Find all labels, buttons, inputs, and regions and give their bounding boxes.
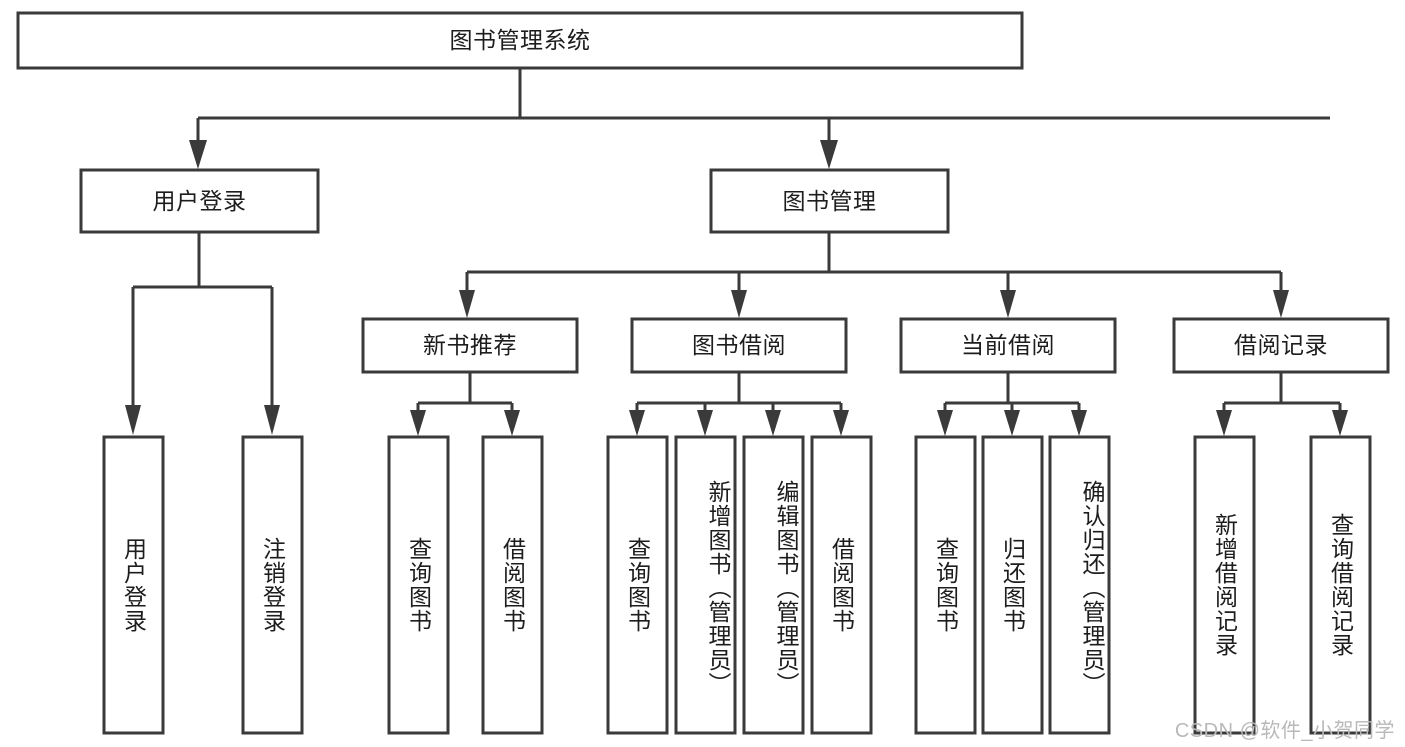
arrowhead-new-book bbox=[459, 290, 475, 318]
arrowhead-leaf-user-login bbox=[125, 405, 141, 435]
leaf-box-borrow-edit[interactable] bbox=[742, 435, 805, 735]
leaf-box-current-query[interactable] bbox=[914, 435, 977, 735]
node-box-book-borrow[interactable] bbox=[630, 317, 848, 374]
leaf-label-borrow-lend: 借阅图书 bbox=[828, 537, 855, 633]
node-box-new-book[interactable] bbox=[361, 317, 579, 374]
leaf-label-record-add: 新增借阅记录 bbox=[1211, 513, 1238, 657]
leaf-label-new-book-borrow: 借阅图书 bbox=[499, 537, 526, 633]
leaf-box-new-book-borrow[interactable] bbox=[481, 435, 544, 735]
leaf-box-borrow-add[interactable] bbox=[674, 435, 737, 735]
leaf-box-record-query[interactable] bbox=[1309, 435, 1372, 735]
leaf-label-current-query: 查询图书 bbox=[932, 537, 959, 633]
arrowhead-current-borrow-leaf-3 bbox=[1071, 410, 1087, 436]
arrowhead-new-book-leaf-1 bbox=[410, 410, 426, 436]
leaf-label-current-return: 归还图书 bbox=[999, 537, 1026, 633]
leaf-box-user-login[interactable] bbox=[102, 435, 165, 735]
arrowhead-borrow-record bbox=[1273, 290, 1289, 318]
leaf-box-current-confirm[interactable] bbox=[1048, 435, 1111, 735]
arrowhead-borrow-record-leaf-1 bbox=[1216, 410, 1232, 436]
leaf-label-new-book-query: 查询图书 bbox=[405, 537, 432, 633]
arrowhead-book-borrow bbox=[731, 290, 747, 318]
node-box-root[interactable] bbox=[16, 11, 1024, 70]
leaf-label-record-query: 查询借阅记录 bbox=[1327, 513, 1354, 657]
leaf-box-current-return[interactable] bbox=[981, 435, 1044, 735]
leaf-box-record-add[interactable] bbox=[1193, 435, 1256, 735]
leaf-label-user-login: 用户登录 bbox=[120, 537, 147, 633]
leaf-label-logout: 注销登录 bbox=[259, 537, 286, 633]
node-box-current-borrow[interactable] bbox=[899, 317, 1117, 374]
arrowhead-book-manage bbox=[820, 140, 838, 169]
leaf-label-borrow-edit: 编辑图书（管理员） bbox=[773, 480, 799, 696]
arrowhead-new-book-leaf-2 bbox=[504, 410, 520, 436]
arrowhead-book-borrow-leaf-4 bbox=[833, 410, 849, 436]
arrowhead-book-borrow-leaf-2 bbox=[697, 410, 713, 436]
leaf-box-borrow-lend[interactable] bbox=[810, 435, 873, 735]
node-label-book-borrow: 图书借阅 bbox=[692, 332, 786, 359]
arrowhead-book-borrow-leaf-3 bbox=[765, 410, 781, 436]
leaf-box-logout[interactable] bbox=[241, 435, 304, 735]
node-label-current-borrow: 当前借阅 bbox=[961, 332, 1055, 359]
leaf-box-borrow-query[interactable] bbox=[606, 435, 669, 735]
arrowhead-borrow-record-leaf-2 bbox=[1332, 410, 1348, 436]
leaf-label-borrow-query: 查询图书 bbox=[624, 537, 651, 633]
leaf-label-current-confirm: 确认归还（管理员） bbox=[1079, 480, 1105, 696]
arrowhead-leaf-logout bbox=[264, 405, 280, 435]
leaf-box-new-book-query[interactable] bbox=[387, 435, 450, 735]
arrowhead-current-borrow-leaf-1 bbox=[937, 410, 953, 436]
node-label-root: 图书管理系统 bbox=[449, 27, 591, 54]
node-label-book-manage: 图书管理 bbox=[782, 187, 877, 214]
arrowhead-current-borrow bbox=[1000, 290, 1016, 318]
leaf-label-borrow-add: 新增图书（管理员） bbox=[705, 480, 731, 696]
arrowhead-user-login bbox=[189, 140, 207, 169]
node-label-user-login: 用户登录 bbox=[152, 187, 247, 214]
node-label-new-book: 新书推荐 bbox=[423, 332, 517, 359]
arrowhead-current-borrow-leaf-2 bbox=[1004, 410, 1020, 436]
node-box-book-manage[interactable] bbox=[709, 168, 950, 234]
node-label-borrow-record: 借阅记录 bbox=[1234, 332, 1328, 359]
arrowhead-book-borrow-leaf-1 bbox=[629, 410, 645, 436]
node-box-user-login[interactable] bbox=[79, 168, 320, 234]
